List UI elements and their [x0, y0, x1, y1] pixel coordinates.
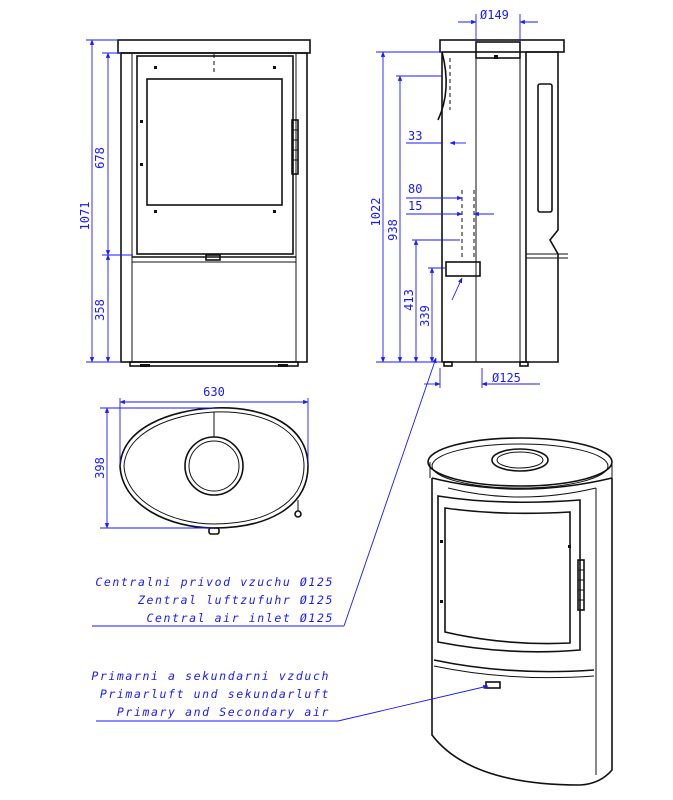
top-flue-ring: [184, 436, 244, 496]
iso-top-ellipse: [427, 437, 613, 487]
air-slider: [205, 254, 221, 261]
side-back-wall: [441, 52, 527, 363]
front-door-frame: [136, 55, 294, 255]
dim-offset-80: 80: [408, 182, 422, 196]
note-central-air: Centralni privod vzuchu Ø125 Zentral luf…: [92, 357, 437, 627]
iso-body: [431, 478, 613, 786]
top-view: [119, 407, 309, 535]
front-top-plate: [117, 39, 311, 54]
dim-side-total-height: 1022: [369, 198, 383, 227]
dim-width: 630: [203, 385, 225, 399]
note-central-air-de: Zentral luftzufuhr Ø125: [137, 593, 334, 607]
iso-flue-ring: [491, 448, 549, 472]
note-primary-air-en: Primary and Secondary air: [117, 705, 330, 719]
front-door-glass: [146, 78, 283, 206]
side-dimensions: Ø149 1022 938 33 80 15 413 339 Ø125: [369, 8, 540, 388]
side-view: [437, 39, 568, 367]
iso-door: [437, 495, 581, 653]
top-dimensions: 630 398: [93, 385, 309, 529]
dim-offset-15: 15: [408, 199, 422, 213]
dim-inlet-height-339: 339: [418, 305, 432, 327]
iso-door-glass: [444, 507, 571, 645]
dim-base-height: 358: [93, 299, 107, 321]
note-central-air-en: Central air inlet Ø125: [146, 611, 334, 625]
iso-handle: [577, 559, 585, 611]
note-primary-air: Primarni a sekundarni vzduch Primarluft …: [91, 669, 489, 722]
note-primary-air-de: Primarluft und sekundarluft: [100, 687, 330, 701]
front-view: [117, 39, 311, 367]
front-dimensions: 1071 678 358: [78, 39, 133, 363]
dim-total-height: 1071: [78, 202, 92, 231]
front-body: [120, 52, 308, 363]
dim-depth: 398: [93, 457, 107, 479]
dim-offset-33: 33: [408, 129, 422, 143]
dim-inlet-diameter: Ø125: [492, 371, 521, 385]
dim-door-height: 678: [93, 147, 107, 169]
perspective-view: [427, 437, 613, 786]
note-primary-air-cz: Primarni a sekundarni vzduch: [91, 669, 330, 683]
dim-flue-height: 938: [386, 219, 400, 241]
note-central-air-cz: Centralni privod vzuchu Ø125: [95, 575, 334, 589]
dim-flue-diameter: Ø149: [480, 8, 509, 22]
side-top-plate: [439, 39, 565, 53]
door-handle: [291, 119, 299, 175]
side-glass: [537, 83, 553, 213]
air-inlet: [445, 261, 481, 277]
dim-inlet-height-413: 413: [402, 289, 416, 311]
